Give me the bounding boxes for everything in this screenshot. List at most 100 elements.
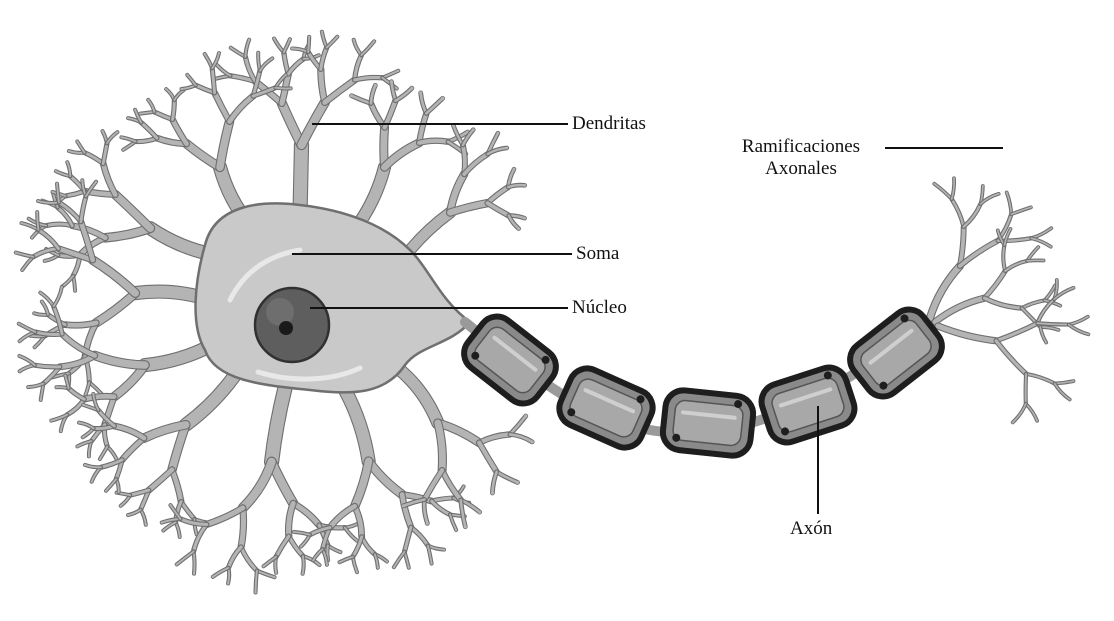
dendrite-branch [217, 65, 231, 76]
dendrite-branch-tip [161, 521, 163, 523]
dendrite-branch [65, 323, 96, 325]
dendrite-branch-tip [472, 128, 475, 131]
dendrite-branch-tip [145, 524, 147, 526]
dendrite-branch-tip [318, 564, 320, 566]
dendrite-branch-tip [120, 136, 122, 138]
dendrite-branch [207, 508, 243, 525]
dendrite-branch-tip [134, 109, 136, 111]
axon-terminal-branch-tip [1050, 246, 1052, 248]
dendrite-branch-tip [76, 445, 78, 447]
dendrite-branch-tip [82, 436, 84, 438]
dendrite-branch-tip [50, 420, 52, 422]
dendrite-branch-tip [230, 47, 232, 49]
axon-terminal-branch-tip [1030, 206, 1032, 208]
dendrite-branch [369, 461, 403, 494]
axon-terminal-branch [985, 271, 1006, 298]
dendrite-branch [385, 143, 420, 167]
dendrite-branch [424, 470, 442, 499]
dendrite-branch [288, 59, 303, 74]
dendrite-branch-tip [84, 464, 86, 466]
dendrite-branch-tip [51, 191, 53, 193]
dendrite-branch-tip [118, 491, 120, 493]
dendrite-branch-tip [356, 571, 358, 573]
dendrite-branch [361, 41, 374, 55]
dendrite-branch-tip [169, 504, 171, 506]
label-ramificaciones-axonales: Ramificaciones Axonales [718, 136, 884, 180]
myelin-sheath [457, 302, 949, 457]
dendrite-branch-tip [44, 260, 46, 262]
dendrite-branch [85, 153, 104, 164]
myelin-segment [554, 363, 659, 454]
dendrite-branch-tip [39, 292, 41, 294]
dendrite-branch-tip [419, 91, 422, 94]
dendrite-branch-tip [350, 94, 353, 97]
dendrite-branch-tip [289, 38, 291, 40]
dendrite-branch-tip [339, 551, 341, 553]
dendrite-branch-tip [41, 301, 43, 303]
dendrite-branch-tip [81, 179, 83, 181]
axon-terminal-branch [996, 341, 1026, 374]
dendrite-branch [187, 75, 195, 85]
dendrite-branch [187, 144, 220, 168]
dendrite-branch [228, 568, 229, 584]
dendrite-branch-tip [162, 529, 164, 531]
dendrite-branch-tip [285, 74, 287, 76]
dendrite-branch-tip [66, 161, 68, 163]
dendrite-branch [394, 552, 405, 568]
dendrite-branch-tip [291, 47, 293, 49]
dendrite-branch-tip [300, 545, 302, 547]
dendrite-branch-tip [396, 87, 398, 89]
dendrite-branch-tip [426, 522, 429, 525]
dendrite-branch [46, 224, 72, 226]
axon-terminal-branch-tip [953, 177, 955, 179]
dendrite-branch-tip [18, 323, 20, 325]
dendrite-branch-tip [101, 130, 103, 132]
dendrite-branch [106, 479, 116, 491]
dendrite-branch-tip [408, 567, 410, 569]
axon-terminal-branch-tip [1037, 246, 1039, 248]
axon-terminals [930, 177, 1089, 423]
axon-terminal-branch-tip [1050, 227, 1052, 229]
axon-terminal-branch [934, 184, 951, 199]
dendrite-branch [62, 276, 73, 287]
dendrite-branch-tip [441, 97, 444, 100]
dendrite-branch-tip [37, 200, 39, 202]
dendrite-branch-tip [464, 525, 467, 528]
dendrite-branch-tip [513, 168, 516, 171]
label-dendritas: Dendritas [572, 113, 646, 135]
dendrite-branch-tip [491, 491, 494, 494]
dendrite-branch-tip [31, 237, 33, 239]
myelin-segment [757, 363, 859, 447]
nucleus-highlight [266, 298, 294, 326]
dendrite-branch [181, 502, 194, 519]
dendrite-branch-tip [308, 36, 310, 38]
dendrite-branch [488, 187, 509, 203]
dendrite-branch-tip [262, 565, 264, 567]
dendrite-branch-tip [15, 252, 17, 254]
dendrite-branch-tip [497, 132, 500, 135]
dendrite-branch-tip [193, 572, 195, 574]
dendrite-branch-tip [524, 414, 527, 417]
dendrite-branch-tip [516, 481, 519, 484]
dendrite-branch [510, 416, 526, 434]
dendrite-branch-tip [18, 355, 20, 357]
dendrite-branch [103, 143, 107, 163]
dendrite-branch-tip [56, 183, 58, 185]
dendrite-branch-tip [431, 563, 433, 565]
dendrite-branch [276, 536, 289, 557]
dendrite-branch [325, 80, 355, 102]
dendrite-branch-tip [273, 37, 275, 39]
dendrite-branch [231, 48, 246, 57]
dendrite-branch [114, 365, 145, 397]
dendrite-branch-tip [55, 170, 57, 172]
dendrite-branch-tip [402, 504, 405, 507]
dendrite-branch-tip [301, 573, 303, 575]
dendrite-branch [345, 528, 357, 541]
dendrite-branch-tip [517, 227, 520, 230]
dendrite-branch [488, 203, 509, 216]
dendrite-branch [303, 556, 304, 574]
dendrite-branch-tip [61, 286, 63, 288]
axon-terminal-branch-tip [1036, 420, 1038, 422]
axon-terminal-branch-tip [998, 193, 1000, 195]
axon-terminal-branch-tip [1087, 316, 1089, 318]
